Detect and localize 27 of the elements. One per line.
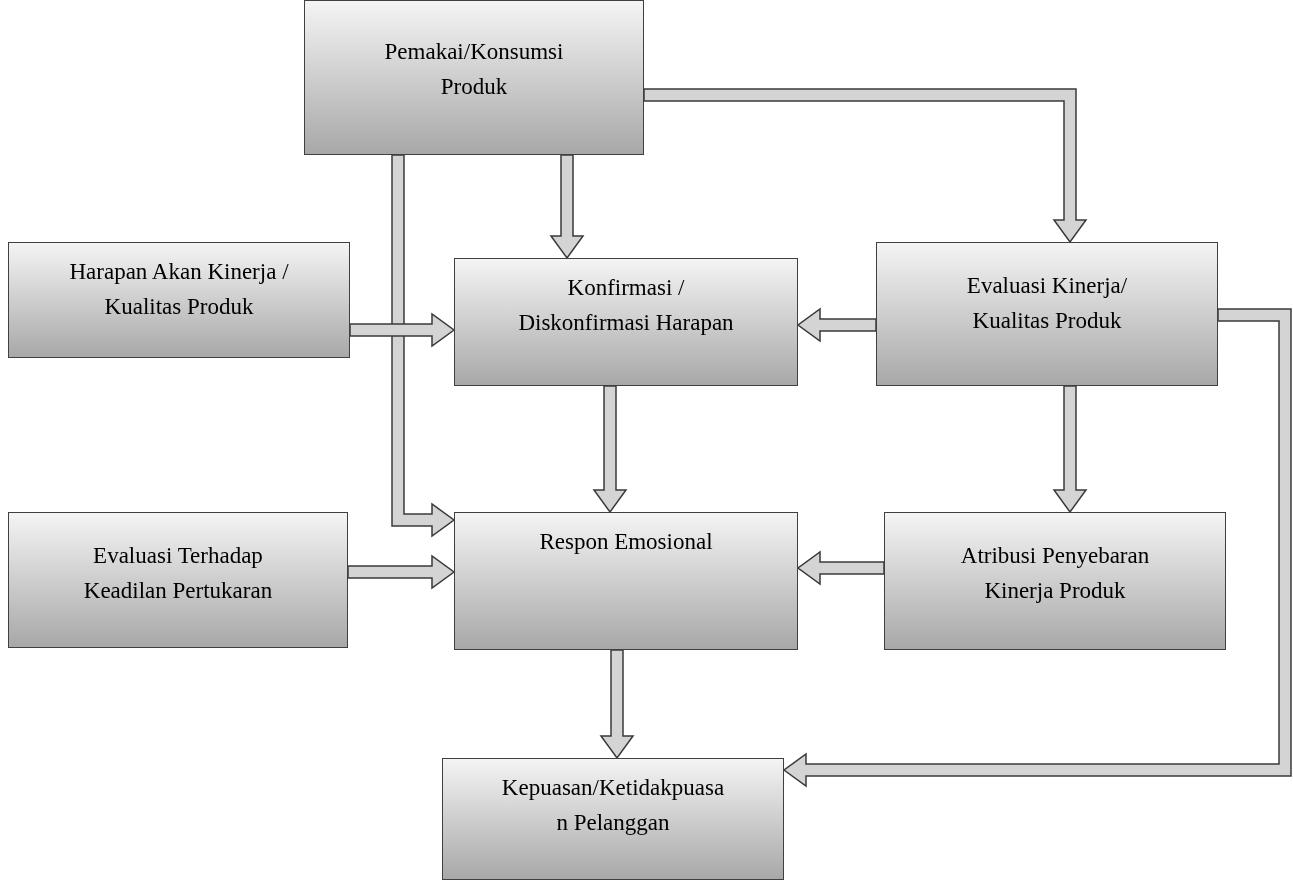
box-label: Pemakai/Konsumsi Produk: [383, 38, 565, 101]
process-box: [304, 0, 644, 155]
process-box: [884, 512, 1226, 650]
process-box: [876, 242, 1218, 386]
process-box: [442, 758, 784, 880]
block-arrow: [796, 550, 885, 586]
block-arrow: [349, 312, 456, 348]
box-label: Konfirmasi / Diskonfirmasi Harapan: [517, 274, 735, 337]
box-label: Harapan Akan Kinerja / Kualitas Produk: [68, 258, 290, 321]
block-arrow: [391, 154, 456, 538]
block-arrow: [347, 554, 456, 590]
block-arrow: [796, 307, 877, 343]
block-arrow: [549, 154, 585, 260]
box-label: Evaluasi Terhadap Keadilan Pertukaran: [82, 542, 274, 605]
block-arrow: [782, 308, 1292, 788]
block-arrow: [599, 649, 635, 760]
box-label: Respon Emosional: [539, 528, 713, 556]
block-arrow: [1052, 385, 1088, 514]
process-box: [454, 258, 798, 386]
block-arrow: [592, 385, 628, 514]
process-box: [8, 242, 350, 358]
process-box: [8, 512, 348, 648]
process-box: [454, 512, 798, 650]
box-label: Evaluasi Kinerja/ Kualitas Produk: [965, 272, 1129, 335]
block-arrow: [643, 88, 1088, 244]
box-label: Kepuasan/Ketidakpuasa n Pelanggan: [500, 774, 726, 837]
box-label: Atribusi Penyebaran Kinerja Produk: [959, 542, 1151, 605]
